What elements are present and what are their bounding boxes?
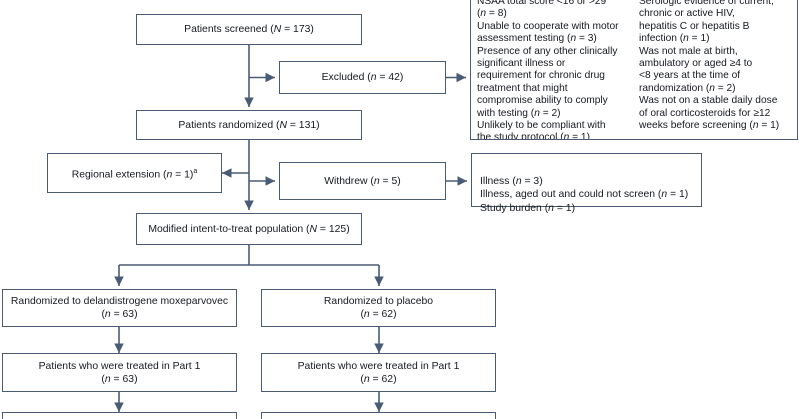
- exclusion-criteria-column-right: Serologic evidence of current,chronic or…: [639, 0, 780, 132]
- node-modified-itt-population-label: Modified intent-to-treat population (N =…: [148, 223, 350, 235]
- node-patients-screened-label: Patients screened (N = 173): [184, 24, 314, 35]
- node-excluded-label: Excluded (n = 42): [321, 72, 404, 83]
- node-regional-extension: Regional extension (n = 1)a: [47, 153, 222, 193]
- node-patients-screened: Patients screened (N = 173): [136, 14, 362, 45]
- node-patients-randomized: Patients randomized (N = 131): [136, 110, 362, 140]
- node-randomized-to-treatment: Randomized to delandistrogene moxeparvov…: [2, 289, 237, 327]
- node-withdrew-label: Withdrew (n = 5): [324, 175, 401, 187]
- box-withdrawal-reasons: Illness (n = 3)Illness, aged out and cou…: [471, 153, 702, 214]
- node-modified-itt-population: Modified intent-to-treat population (N =…: [136, 213, 362, 245]
- node-randomized-to-treatment-label: Randomized to delandistrogene moxeparvov…: [10, 296, 229, 320]
- node-next-row-placebo-clipped: [261, 412, 496, 419]
- node-excluded: Excluded (n = 42): [279, 61, 446, 94]
- node-next-row-treatment-clipped: [2, 412, 237, 419]
- node-randomized-to-placebo-label: Randomized to placebo(n = 62): [323, 296, 434, 320]
- node-withdrew: Withdrew (n = 5): [279, 162, 446, 200]
- node-randomized-to-placebo: Randomized to placebo(n = 62): [261, 289, 496, 327]
- node-patients-randomized-label: Patients randomized (N = 131): [178, 119, 320, 131]
- withdrawal-reasons-text: Illness (n = 3)Illness, aged out and cou…: [480, 175, 689, 214]
- node-treated-part1-placebo-label: Patients who were treated in Part 1(n = …: [297, 360, 460, 385]
- node-treated-part1-treatment-label: Patients who were treated in Part 1(n = …: [38, 360, 201, 385]
- exclusion-criteria-column-left: NSAA total score <16 or >29(n = 8)Unable…: [477, 0, 619, 140]
- box-exclusion-criteria: NSAA total score <16 or >29(n = 8)Unable…: [470, 0, 798, 140]
- node-treated-part1-treatment: Patients who were treated in Part 1(n = …: [2, 353, 237, 392]
- node-regional-extension-label: Regional extension (n = 1)a: [71, 167, 198, 181]
- node-treated-part1-placebo: Patients who were treated in Part 1(n = …: [261, 353, 496, 392]
